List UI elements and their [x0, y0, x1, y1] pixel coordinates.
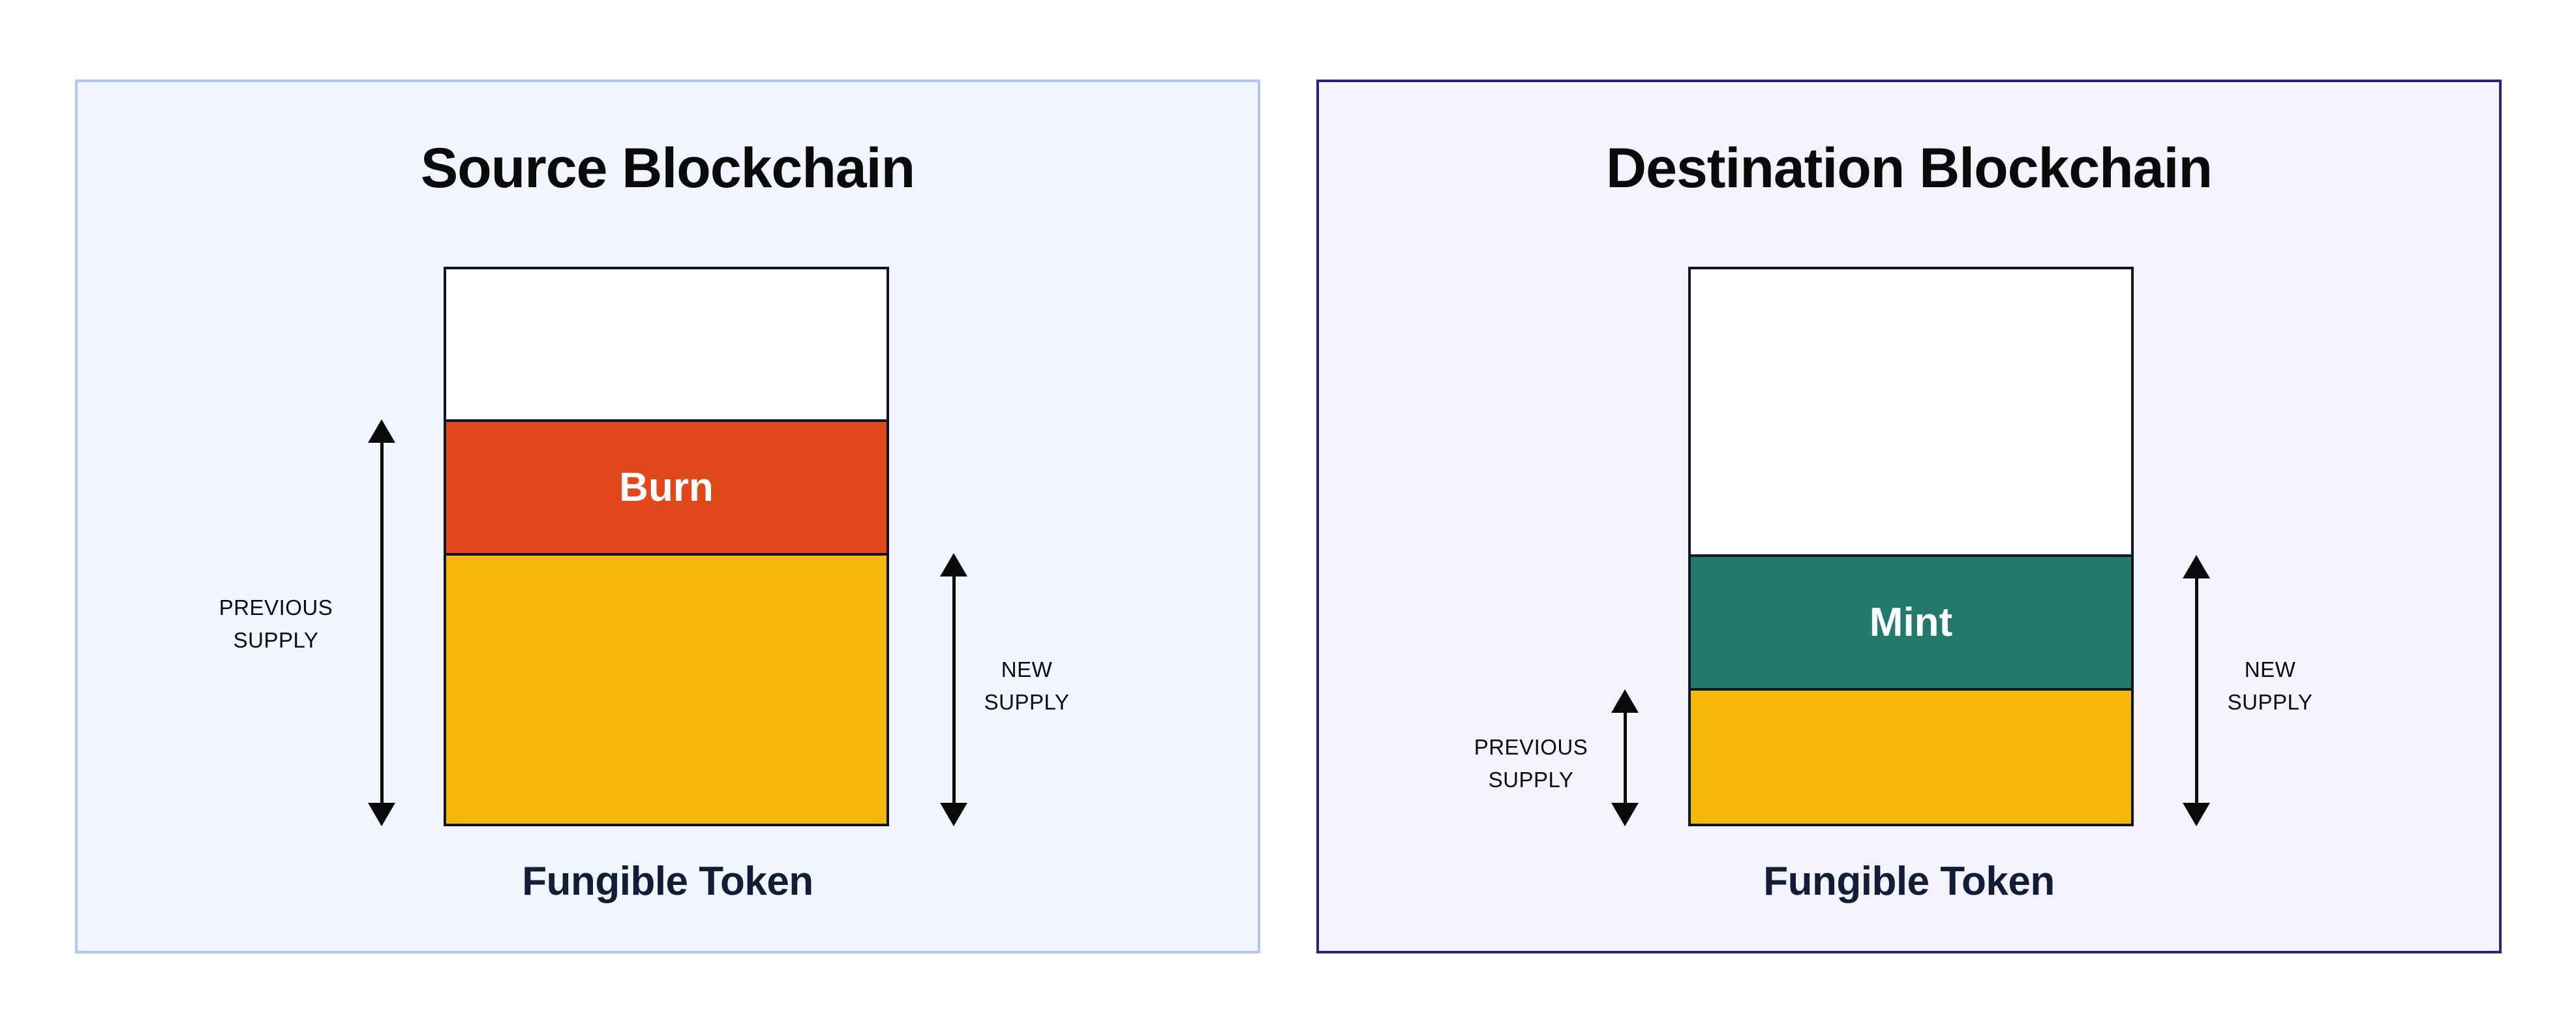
arrow-shaft — [380, 443, 384, 803]
destination-unfilled-segment — [1691, 269, 2131, 554]
arrow-down-icon — [940, 803, 967, 826]
source-new-supply-arrow-icon — [940, 553, 967, 826]
arrow-shaft — [1623, 713, 1627, 803]
mint-segment-label: Mint — [1869, 600, 1953, 645]
arrow-up-icon — [2183, 555, 2210, 578]
source-bar-caption: Fungible Token — [522, 859, 813, 904]
source-panel-title: Source Blockchain — [420, 137, 915, 200]
destination-previous-supply-segment — [1691, 691, 2131, 824]
source-blockchain-panel: Source Blockchain Burn PREVIOUS SUPPLY N… — [75, 80, 1260, 953]
label-line: SUPPLY — [984, 690, 1070, 714]
arrow-up-icon — [1611, 689, 1639, 713]
label-line: SUPPLY — [233, 628, 319, 652]
label-line: PREVIOUS — [1474, 735, 1588, 759]
source-new-supply-label: NEW SUPPLY — [922, 653, 1131, 719]
label-line: NEW — [1001, 657, 1053, 681]
destination-bar-caption: Fungible Token — [1763, 859, 2055, 904]
destination-new-supply-arrow-icon — [2183, 555, 2210, 826]
arrow-down-icon — [1611, 803, 1639, 826]
destination-new-supply-label: NEW SUPPLY — [2166, 653, 2374, 719]
arrow-shaft — [952, 576, 956, 803]
label-line: NEW — [2244, 657, 2296, 681]
arrow-up-icon — [368, 419, 395, 443]
burn-segment-label: Burn — [619, 465, 714, 510]
arrow-down-icon — [2183, 803, 2210, 826]
source-token-supply-bar: Burn — [444, 267, 889, 826]
source-previous-supply-arrow-icon — [368, 419, 395, 826]
label-line: PREVIOUS — [219, 595, 333, 620]
arrow-down-icon — [368, 803, 395, 826]
destination-token-supply-bar: Mint — [1688, 267, 2134, 826]
arrow-shaft — [2194, 578, 2198, 803]
source-remaining-supply-segment — [446, 556, 886, 824]
burn-segment: Burn — [446, 419, 886, 556]
destination-previous-supply-label: PREVIOUS SUPPLY — [1427, 731, 1635, 796]
destination-blockchain-panel: Destination Blockchain Mint PREVIOUS SUP… — [1316, 80, 2502, 953]
source-unfilled-segment — [446, 269, 886, 419]
label-line: SUPPLY — [2227, 690, 2313, 714]
destination-previous-supply-arrow-icon — [1611, 689, 1639, 826]
mint-segment: Mint — [1691, 554, 2131, 691]
label-line: SUPPLY — [1488, 768, 1574, 792]
arrow-up-icon — [940, 553, 967, 576]
source-previous-supply-label: PREVIOUS SUPPLY — [172, 591, 380, 657]
destination-panel-title: Destination Blockchain — [1606, 137, 2213, 200]
